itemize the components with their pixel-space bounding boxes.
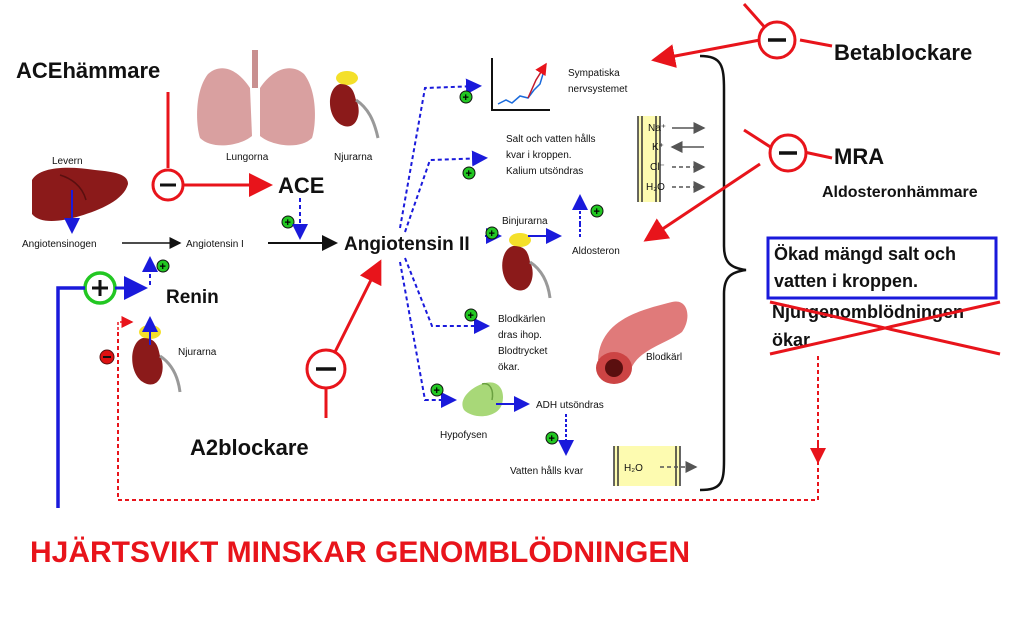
minus-small-icon — [99, 349, 115, 365]
mra-line-2 — [803, 150, 833, 160]
svg-text:H₂O: H₂O — [624, 463, 643, 474]
aldosteronhammare-label: Aldosteronhämmare — [822, 184, 978, 201]
blodkarl-label: Blodkärl — [646, 352, 682, 363]
hypofysen-label: Hypofysen — [440, 430, 487, 441]
svg-text:+: + — [489, 228, 495, 240]
footer-title: HJÄRTSVIKT MINSKAR GENOMBLÖDNINGEN — [30, 536, 690, 569]
betablockare-line-2 — [799, 38, 833, 48]
binjurarna-label: Binjurarna — [502, 216, 548, 227]
struck-line-2: ökar — [772, 330, 810, 350]
sympathetic-graph-icon — [491, 58, 550, 111]
kidney-top-icon — [329, 71, 380, 139]
svg-text:K⁺: K⁺ — [652, 142, 664, 153]
njurarna-bottom-label: Njurarna — [178, 347, 217, 358]
pituitary-icon — [462, 382, 504, 417]
svg-text:Na⁺: Na⁺ — [648, 123, 666, 134]
blodkarlen-label-2: dras ihop. — [498, 330, 542, 341]
blodkarlen-label-1: Blodkärlen — [498, 314, 545, 325]
svg-text:H₂O: H₂O — [646, 182, 665, 193]
blodkarlen-label-4: ökar. — [498, 362, 520, 373]
svg-text:Cl⁻: Cl⁻ — [650, 162, 665, 173]
struck-line-1: Njurgenomblödningen — [772, 302, 964, 322]
salt-label-3: Kalium utsöndras — [506, 166, 583, 177]
box-line-2: vatten i kroppen. — [774, 271, 918, 291]
minus-sign-icon — [757, 20, 797, 60]
mra-arrow — [643, 162, 761, 242]
aldosteron-label: Aldosteron — [572, 246, 620, 257]
angiotensinogen-label: Angiotensinogen — [22, 239, 97, 250]
mra-label: MRA — [834, 144, 884, 169]
sympatiska-label-1: Sympatiska — [568, 68, 620, 79]
blood-vessel-icon — [596, 301, 688, 384]
angiotensin1-label: Angiotensin I — [186, 239, 244, 250]
blue-feedback-line — [56, 286, 85, 508]
svg-text:+: + — [594, 206, 600, 218]
liver-icon — [32, 167, 128, 221]
plus-sign-icon: + — [590, 204, 604, 218]
ace-label: ACE — [278, 173, 324, 198]
minus-sign-icon — [151, 168, 185, 202]
a2blockare-label: A2blockare — [190, 435, 309, 460]
plus-sign-icon: + — [156, 259, 170, 273]
minus-sign-icon — [768, 133, 808, 173]
water-channel-icon: H₂O — [613, 446, 698, 486]
betablockare-label: Betablockare — [834, 40, 972, 65]
plus-sign-icon: + — [281, 215, 295, 229]
adrenal-kidney-icon — [502, 233, 552, 299]
red-dashed-feedback — [117, 330, 819, 501]
box-line-1: Ökad mängd salt och — [774, 244, 956, 264]
renin-label: Renin — [166, 287, 219, 308]
vatten-label: Vatten hålls kvar — [510, 465, 584, 477]
svg-text:+: + — [463, 92, 469, 104]
svg-text:+: + — [549, 433, 555, 445]
svg-text:+: + — [468, 310, 474, 322]
sympatiska-label-2: nervsystemet — [568, 84, 628, 95]
red-dashed-tick — [117, 316, 134, 330]
salt-label-2: kvar i kroppen. — [506, 150, 572, 161]
mra-line-1 — [743, 128, 773, 150]
acehammare-label: ACEhämmare — [16, 58, 160, 83]
adh-label: ADH utsöndras — [536, 400, 604, 411]
branch-plus-icons: + + + + + — [430, 90, 499, 397]
a2-arrow — [333, 259, 382, 353]
svg-text:+: + — [466, 168, 472, 180]
info-box — [766, 236, 998, 300]
lungs-icon — [197, 50, 315, 146]
blodkarlen-label-3: Blodtrycket — [498, 346, 548, 357]
plus-sign-icon: + — [545, 431, 559, 445]
kidney-bottom-icon — [132, 316, 182, 393]
angiotensin2-label: Angiotensin II — [344, 234, 470, 255]
salt-label-1: Salt och vatten hålls — [506, 133, 596, 145]
svg-text:+: + — [434, 385, 440, 397]
strike-line-2 — [769, 300, 1001, 356]
betablockare-arrow — [651, 38, 761, 68]
plus-circle-icon — [83, 271, 117, 305]
lungorna-label: Lungorna — [226, 152, 269, 163]
levern-label: Levern — [52, 156, 83, 167]
minus-sign-icon — [305, 348, 347, 390]
svg-text:+: + — [285, 217, 291, 229]
svg-text:+: + — [160, 261, 166, 273]
ion-channel-icon: Na⁺ K⁺ Cl⁻ H₂O — [637, 116, 706, 202]
njurarna-top-label: Njurarna — [334, 152, 373, 163]
brace — [699, 54, 747, 492]
